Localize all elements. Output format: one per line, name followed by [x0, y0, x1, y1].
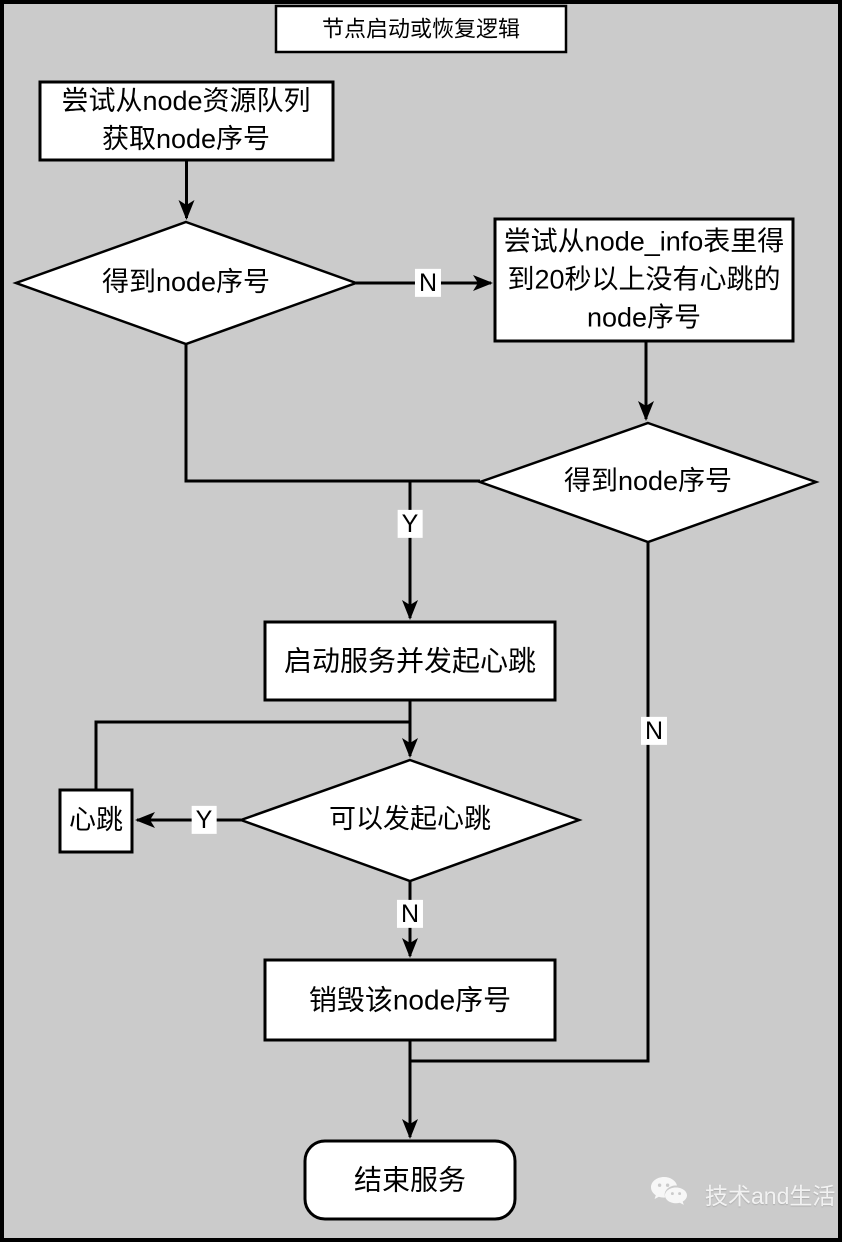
terminator-end-service-label: 结束服务 — [353, 1164, 467, 1196]
decision-got-node-1 — [12, 220, 360, 346]
decision-got-node-2-label: 得到node序号 — [563, 466, 733, 497]
process-destroy-node-label: 销毁该node序号 — [308, 984, 512, 1016]
process-destroy-node — [263, 958, 557, 1042]
title-label: 节点启动或恢复逻辑 — [321, 16, 521, 42]
decision-can-heartbeat — [237, 758, 583, 883]
edge-heartbeat-loopback — [94, 720, 410, 790]
process-heartbeat — [58, 788, 134, 854]
process-heartbeat-label: 心跳 — [69, 805, 123, 836]
process-try-node-info — [493, 217, 795, 343]
title-box — [274, 4, 568, 54]
wechat-icon — [650, 1176, 696, 1212]
edge-label-got2-no: N — [640, 716, 668, 746]
edge-got1-yes-merge — [184, 344, 480, 483]
edge-label-merged-yes: Y — [397, 509, 423, 539]
decision-got-node-2 — [476, 421, 820, 544]
edge-label-can-yes: Y — [191, 805, 217, 835]
process-try-queue — [38, 80, 335, 162]
process-try-queue-label: 尝试从node资源队列 获取node序号 — [61, 86, 311, 154]
edge-got2-no-merge — [411, 542, 650, 1063]
process-start-service — [263, 620, 557, 702]
edge-label-can-no: N — [396, 899, 424, 929]
process-start-service-label: 启动服务并发起心跳 — [283, 645, 537, 677]
process-try-node-info-label: 尝试从node_info表里得 到20秒以上没有心跳的 node序号 — [503, 226, 785, 332]
decision-can-heartbeat-label: 可以发起心跳 — [329, 804, 491, 835]
edge-label-got1-no: N — [414, 268, 442, 298]
terminator-end-service — [303, 1139, 517, 1221]
decision-got-node-1-label: 得到node序号 — [101, 267, 271, 298]
watermark: 技术and生活 — [650, 1176, 835, 1212]
watermark-text: 技术and生活 — [705, 1183, 836, 1209]
